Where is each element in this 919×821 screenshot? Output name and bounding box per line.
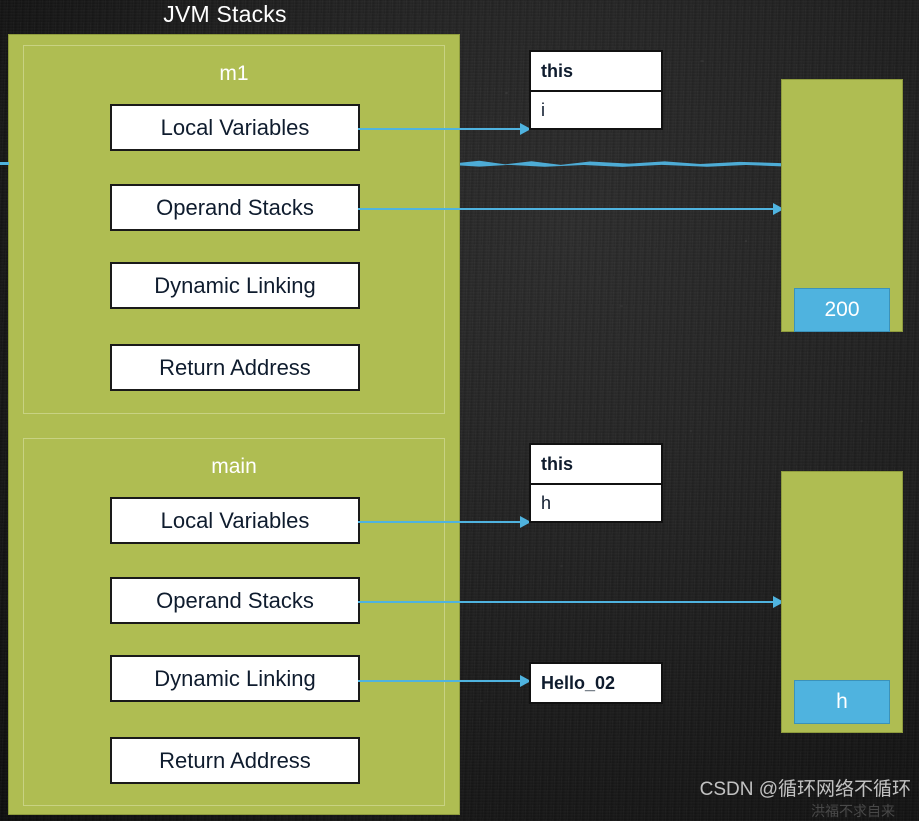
freehand-stroke-stub [0, 162, 9, 165]
heap-value-200[interactable]: 200 [794, 288, 890, 332]
arrow-main-operand-to-heap [358, 596, 784, 608]
arrow-main-dynamic-to-class [358, 675, 531, 687]
stack-frame-main-label: main [211, 455, 257, 478]
slot-local-variables[interactable]: Local Variables [110, 497, 360, 544]
value-box-main-locals[interactable]: this h [529, 443, 663, 523]
stack-frame-m1: m1 Local Variables Operand Stacks Dynami… [23, 45, 445, 414]
stack-frame-m1-label: m1 [219, 62, 249, 85]
texture-speck [560, 565, 563, 567]
slot-operand-stacks[interactable]: Operand Stacks [110, 577, 360, 624]
slot-dynamic-linking[interactable]: Dynamic Linking [110, 655, 360, 702]
heap-value-h[interactable]: h [794, 680, 890, 724]
slot-local-variables[interactable]: Local Variables [110, 104, 360, 151]
watermark-text: CSDN @循环网络不循环 [699, 779, 911, 800]
jvm-stacks-panel: m1 Local Variables Operand Stacks Dynami… [8, 34, 460, 815]
arrow-main-locals-to-values [358, 516, 531, 528]
texture-speck [690, 430, 692, 432]
value-box-class-name[interactable]: Hello_02 [529, 662, 663, 704]
value-row-this: this [541, 453, 574, 474]
value-box-m1-locals[interactable]: this i [529, 50, 663, 130]
value-row-h: h [531, 483, 661, 521]
heap-object-top: 200 [781, 79, 903, 332]
slot-dynamic-linking[interactable]: Dynamic Linking [110, 262, 360, 309]
freehand-stroke [460, 160, 785, 167]
texture-speck [700, 60, 704, 62]
value-row-hello-02: Hello_02 [541, 672, 616, 693]
value-row-i: i [531, 90, 661, 128]
arrow-m1-locals-to-values [358, 123, 531, 135]
texture-speck [505, 92, 508, 94]
slot-return-address[interactable]: Return Address [110, 737, 360, 784]
texture-speck [860, 420, 863, 422]
heap-object-bottom: h [781, 471, 903, 733]
value-row-this: this [541, 60, 574, 81]
arrow-m1-operand-to-heap [358, 203, 784, 215]
texture-speck [745, 240, 747, 242]
texture-speck [480, 700, 483, 702]
page-title: JVM Stacks [163, 1, 287, 27]
stack-frame-main: main Local Variables Operand Stacks Dyna… [23, 438, 445, 806]
slot-operand-stacks[interactable]: Operand Stacks [110, 184, 360, 231]
texture-speck [620, 305, 623, 307]
slot-return-address[interactable]: Return Address [110, 344, 360, 391]
watermark-subtext: 洪福不求自来 [811, 803, 895, 819]
